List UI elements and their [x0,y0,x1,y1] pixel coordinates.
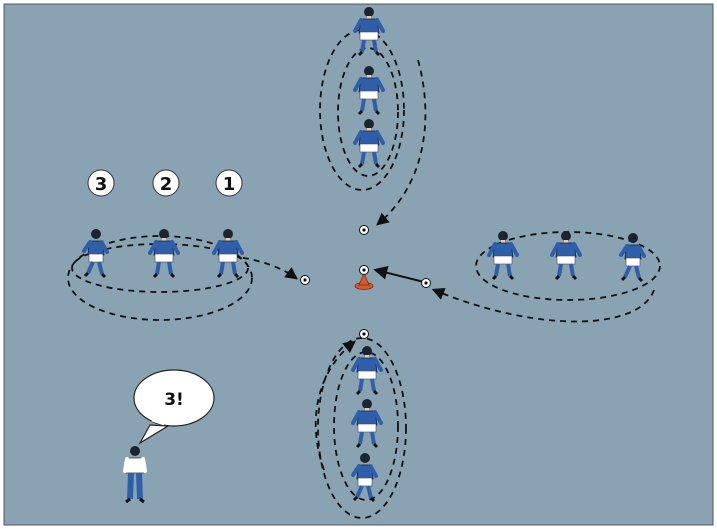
number-label-3-text: 3 [95,174,108,195]
left-loop-outer [67,235,253,321]
center-cone [354,271,374,290]
top-loop-inner [337,47,399,177]
number-label-1-text: 1 [223,174,236,195]
bottom-loop-inner [333,351,399,501]
left-arrow-path [231,255,299,280]
number-label-3: 3 [87,169,115,197]
field [3,3,714,526]
top-arrow-path [376,59,427,226]
right-arrow-path [431,288,655,323]
speech-text: 3! [164,390,184,410]
left-loop-inner [71,243,249,293]
top-loop-outer [319,29,405,191]
ball-bottom [359,329,369,339]
ball-top [359,225,369,235]
number-label-2-text: 2 [160,174,173,195]
ball-left [300,275,310,285]
ball-right [421,278,431,288]
bottom-arrow-path [314,340,356,471]
number-label-2: 2 [152,169,180,197]
number-label-1: 1 [215,169,243,197]
speech-bubble: 3! [133,369,215,445]
ball-center [359,265,369,275]
pass-arrow [373,265,425,283]
